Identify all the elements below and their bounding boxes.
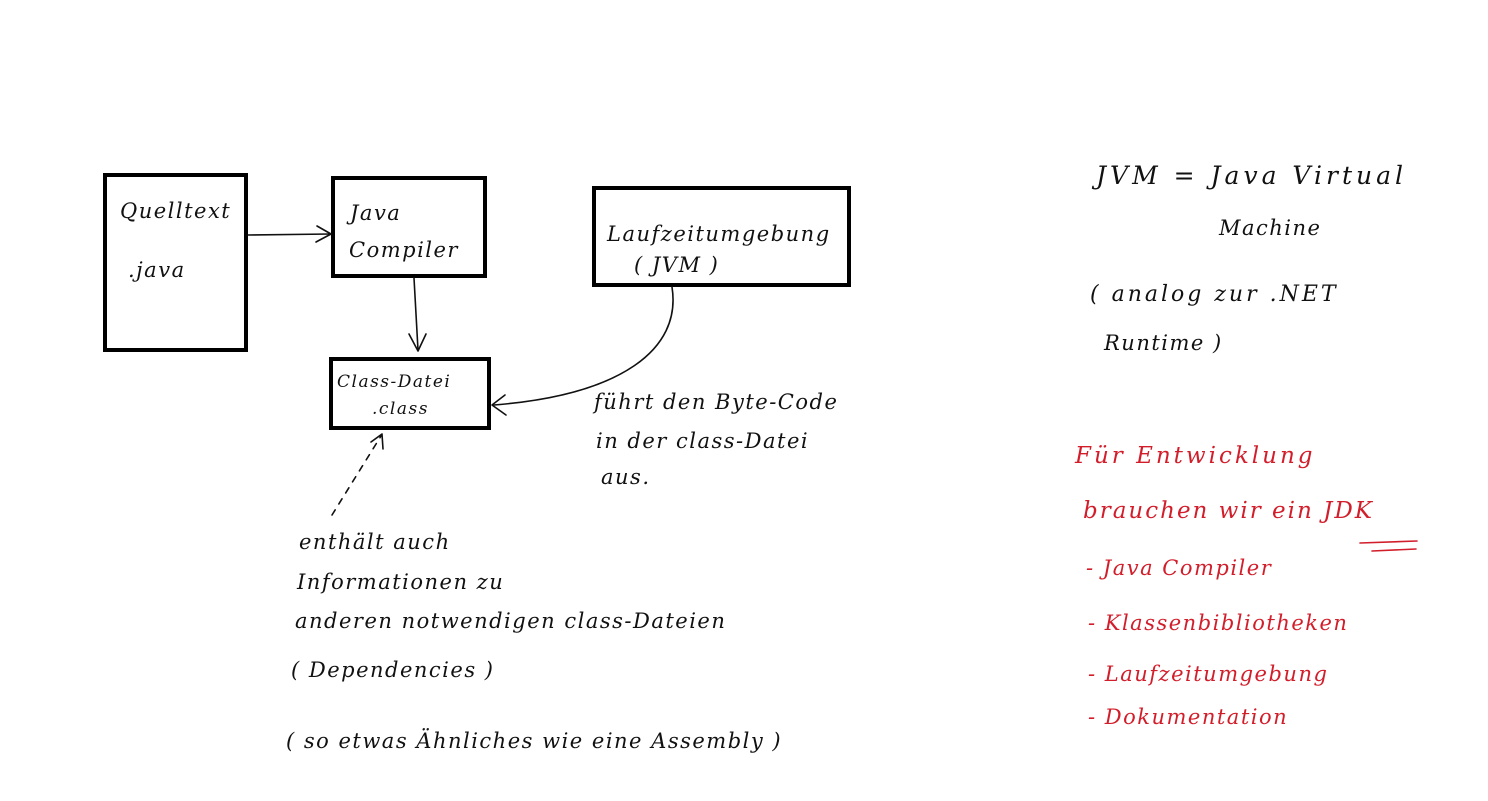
jdk-underline [1359,540,1418,552]
arrow-source-to-compiler [247,233,332,236]
arrow-compiler-to-class [413,277,419,351]
compiler-box-subtitle: Compiler [349,238,459,262]
runtime-note-line-2: in der class-Datei [596,429,810,453]
arrowhead-compiler-to-class [408,333,427,352]
runtime-box-subtitle: ( JVM ) [634,253,720,277]
jvm-definition-line-1: JVM = Java Virtual [1096,161,1408,190]
class-note-line-2: Informationen zu [297,570,505,594]
source-box-extension: .java [128,258,186,282]
arrow-note-to-class [331,435,382,516]
arrowhead-note-to-class [370,433,384,450]
source-file-box [103,173,248,352]
arrow-runtime-to-class [493,286,674,406]
arrowhead-runtime-to-class [491,394,507,416]
arrowhead-source-to-compiler [315,225,332,243]
class-box-title: Class-Datei [337,372,452,392]
class-note-line-3: anderen notwendigen class-Dateien [295,609,727,633]
jvm-definition-line-2: Machine [1219,216,1322,240]
jdk-item-compiler: - Java Compiler [1086,556,1273,580]
jvm-definition-line-3: ( analog zur .NET [1090,282,1339,307]
runtime-note-line-1: führt den Byte-Code [594,390,839,414]
runtime-box-title: Laufzeitumgebung [607,222,831,246]
runtime-note-line-3: aus. [601,465,651,489]
jdk-item-documentation: - Dokumentation [1088,705,1289,729]
jdk-item-runtime: - Laufzeitumgebung [1088,662,1329,686]
compiler-box-title: Java [350,201,402,225]
class-note-line-1: enthält auch [299,530,451,554]
class-note-line-4: ( Dependencies ) [291,658,495,682]
jvm-definition-line-4: Runtime ) [1104,331,1223,355]
jdk-heading-line-2: brauchen wir ein JDK [1083,498,1374,524]
assembly-note: ( so etwas Ähnliches wie eine Assembly ) [286,729,783,753]
runtime-box [592,186,851,287]
jdk-item-class-libraries: - Klassenbibliotheken [1088,611,1349,635]
class-box-extension: .class [372,399,429,419]
source-box-title: Quelltext [120,199,232,223]
jdk-heading-line-1: Für Entwicklung [1075,443,1316,469]
class-file-box [329,357,491,430]
compiler-box [331,176,487,278]
